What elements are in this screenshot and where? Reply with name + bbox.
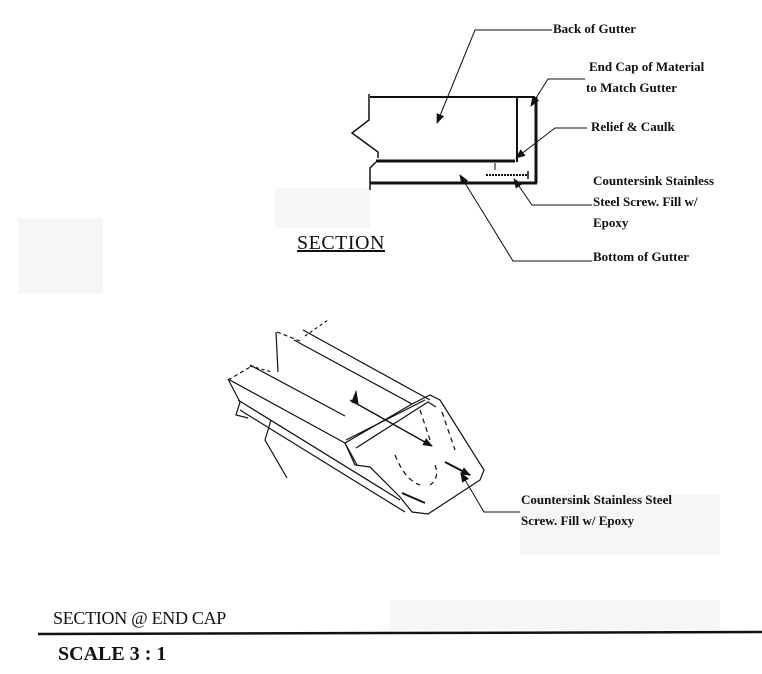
label-iso-screw-line2: Screw. Fill w/ Epoxy bbox=[521, 513, 635, 528]
title-rule bbox=[37, 630, 762, 636]
leader-screw bbox=[513, 178, 592, 206]
leader-end-cap bbox=[530, 78, 585, 107]
section-view bbox=[350, 29, 592, 262]
drawing-title: SECTION @ END CAP bbox=[53, 608, 226, 628]
leader-iso-screw bbox=[460, 472, 520, 513]
drawing-scale: SCALE 3 : 1 bbox=[58, 643, 167, 665]
scan-smudge bbox=[390, 600, 720, 630]
isometric-view bbox=[227, 319, 520, 515]
label-iso-screw-line1: Countersink Stainless Steel bbox=[521, 492, 672, 507]
label-screw-line3: Epoxy bbox=[593, 215, 629, 230]
label-back-of-gutter: Back of Gutter bbox=[553, 21, 637, 36]
section-title: SECTION bbox=[297, 232, 385, 254]
scan-smudge bbox=[18, 218, 103, 293]
gutter-bottom-left bbox=[369, 161, 377, 190]
iso-back-wall bbox=[275, 331, 279, 373]
gutter-back-outline bbox=[350, 94, 379, 158]
scan-smudge bbox=[520, 495, 720, 555]
iso-end-cap bbox=[344, 394, 485, 515]
scan-smudge bbox=[275, 188, 370, 228]
label-screw-line1: Countersink Stainless bbox=[593, 173, 714, 188]
label-relief-caulk: Relief & Caulk bbox=[591, 119, 675, 134]
label-screw-line2: Steel Screw. Fill w/ bbox=[593, 194, 698, 209]
leader-bottom bbox=[459, 174, 592, 262]
leader-back-of-gutter bbox=[436, 29, 552, 124]
leader-relief bbox=[515, 127, 587, 159]
label-bottom-of-gutter: Bottom of Gutter bbox=[593, 249, 690, 264]
label-end-cap-line2: to Match Gutter bbox=[586, 80, 677, 95]
label-end-cap-line1: End Cap of Material bbox=[589, 59, 705, 74]
